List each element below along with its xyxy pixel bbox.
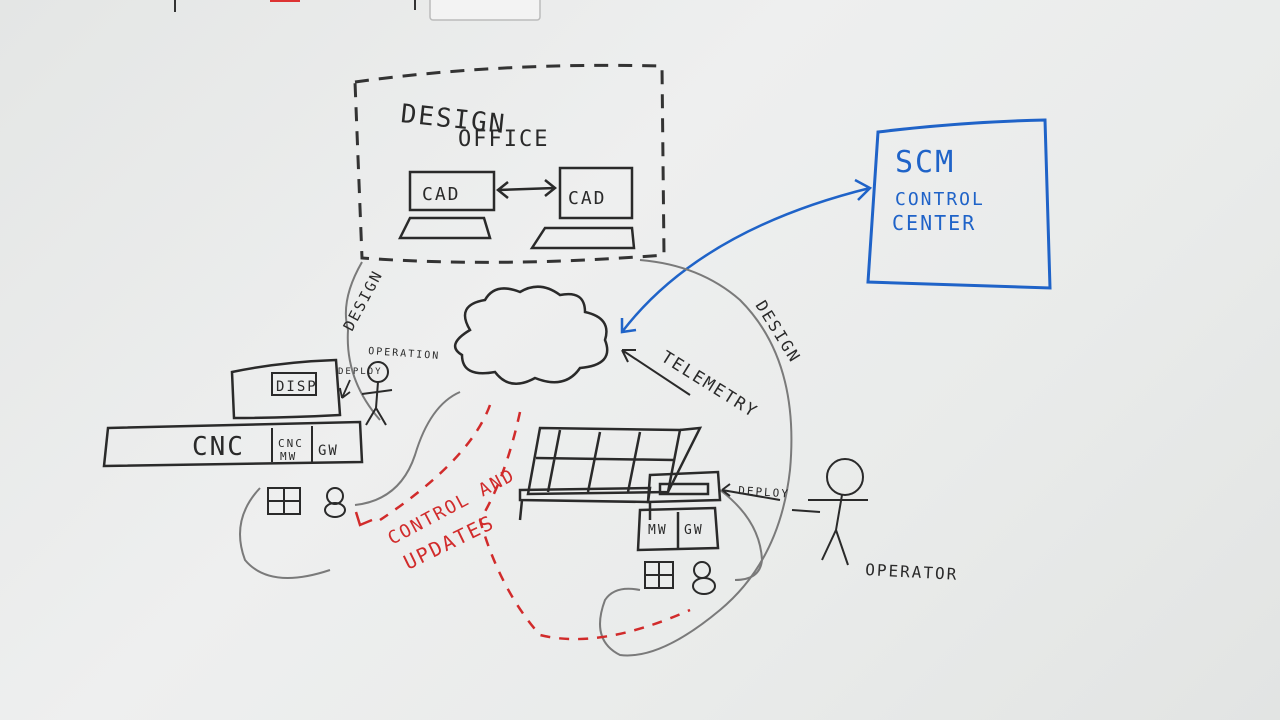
telemetry-arrow — [621, 349, 691, 396]
printer-machine — [518, 426, 722, 552]
cad-label-right: CAD — [568, 188, 607, 209]
design-label-right: DESIGN — [752, 297, 805, 366]
operator-label: OPERATOR — [865, 560, 959, 584]
control-center-link — [620, 178, 873, 334]
printer-mw-label: MW — [648, 523, 668, 538]
design-office-title-2: OFFICE — [458, 127, 549, 152]
control-center-border — [866, 118, 1052, 290]
operation-label-left: OPERATION — [368, 346, 441, 362]
cad-label-left: CAD — [422, 184, 461, 205]
cnc-label: CNC — [192, 432, 245, 462]
deploy-label-right: DEPLOY — [738, 484, 791, 501]
top-fragments — [174, 0, 541, 21]
scm-control-center: SCM CONTROL CENTER — [866, 118, 1052, 290]
printer-gw-label: GW — [684, 523, 704, 538]
operator-right — [808, 458, 868, 566]
control-center-line2: CONTROL — [895, 189, 985, 210]
cnc-machine: DISP CNC CNC MW GW — [102, 358, 364, 518]
control-center-line3: CENTER — [892, 211, 976, 235]
cnc-gw-label: GW — [318, 443, 339, 459]
cad-sync-arrow — [495, 179, 558, 199]
deploy-label-left: DEPLOY — [338, 367, 383, 377]
control-center-line1: SCM — [895, 145, 955, 180]
windows-icon — [267, 487, 301, 515]
disp-box — [271, 372, 317, 396]
linux-penguin-icon — [324, 487, 346, 518]
cad-laptop-right: CAD — [529, 166, 636, 250]
linux-penguin-icon-printer — [692, 561, 716, 595]
cnc-base — [102, 420, 364, 468]
disp-label: DISP — [276, 379, 318, 395]
design-office-border — [353, 63, 666, 264]
svg-text:MW: MW — [280, 450, 297, 463]
operator-left — [361, 361, 393, 426]
telemetry-label: TELEMETRY — [657, 347, 761, 422]
cnc-display-unit — [230, 358, 342, 420]
cad-laptop-left: CAD — [397, 170, 496, 240]
design-office: DESIGN OFFICE CAD CAD — [353, 63, 666, 264]
windows-icon-printer — [644, 561, 674, 589]
cnc-mw-label: CNC — [278, 437, 304, 450]
design-flow-lines — [239, 259, 793, 657]
deploy-arrow-left — [339, 379, 351, 399]
deploy-arrow-right — [721, 483, 821, 513]
cloud-network — [453, 285, 609, 385]
